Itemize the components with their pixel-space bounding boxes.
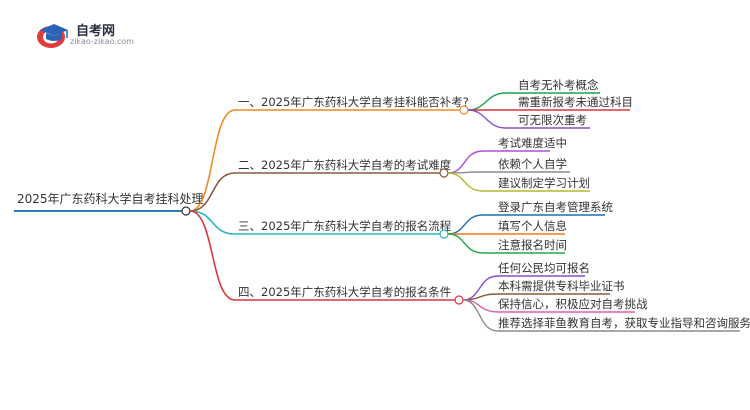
leaf-node[interactable]: 本科需提供专科毕业证书 (462, 279, 625, 301)
leaf-connector (467, 109, 507, 129)
branch-connector (189, 210, 236, 235)
leaf-connector (447, 214, 484, 235)
leaf-label: 注意报名时间 (498, 238, 567, 252)
leaf-connector (447, 150, 484, 174)
leaf-node[interactable]: 推荐选择菲鱼教育自考，获取专业指导和咨询服务 (462, 299, 750, 332)
leaf-node[interactable]: 保持信心，积极应对自考挑战 (462, 297, 648, 313)
branch-label: 二、2025年广东药科大学自考的考试难度 (238, 158, 452, 172)
logo-title: 自考网 (76, 24, 116, 39)
leaf-label: 考试难度适中 (498, 136, 567, 150)
leaf-node[interactable]: 可无限次重考 (467, 109, 590, 129)
branch-label: 三、2025年广东药科大学自考的报名流程 (238, 219, 452, 233)
leaf-node[interactable]: 建议制定学习计划 (447, 172, 590, 192)
leaf-label: 自考无补考概念 (518, 78, 599, 92)
leaf-label: 本科需提供专科毕业证书 (498, 279, 625, 293)
branch-connector-dot (439, 229, 449, 239)
branch-connector-dot (439, 168, 449, 178)
leaf-connector (462, 299, 499, 332)
branch-connector (189, 109, 236, 212)
branch-label: 四、2025年广东药科大学自考的报名条件 (238, 285, 451, 299)
logo-subtitle: zikao-zikao.com (70, 37, 134, 46)
leaf-label: 需重新报考未通过科目 (518, 95, 633, 109)
root-label: 2025年广东药科大学自考挂科处理 (17, 191, 204, 206)
branch-4[interactable]: 四、2025年广东药科大学自考的报名条件 任何公民均可报名本科需提供专科毕业证书保… (189, 210, 750, 332)
leaf-label: 依赖个人自学 (498, 157, 567, 171)
leaf-node[interactable]: 注意报名时间 (447, 233, 567, 254)
leaf-connector (447, 172, 484, 192)
branch-1[interactable]: 一、2025年广东药科大学自考挂科能否补考? 自考无补考概念需重新报考未通过科目可… (189, 78, 633, 212)
leaf-label: 可无限次重考 (518, 113, 587, 127)
leaf-label: 任何公民均可报名 (498, 261, 590, 275)
root-connector-dot (181, 206, 191, 216)
branch-connector (189, 172, 236, 212)
leaf-label: 建议制定学习计划 (498, 176, 590, 190)
leaf-label: 填写个人信息 (498, 219, 567, 233)
branch-connector (189, 210, 236, 301)
leaf-node[interactable]: 任何公民均可报名 (462, 261, 590, 301)
branch-label: 一、2025年广东药科大学自考挂科能否补考? (238, 95, 469, 109)
leaf-node[interactable]: 填写个人信息 (448, 219, 567, 235)
branch-connector-dot (454, 295, 464, 305)
leaf-label: 保持信心，积极应对自考挑战 (498, 297, 648, 311)
leaf-connector (462, 293, 499, 301)
branch-connector-dot (459, 105, 469, 115)
leaf-connector (467, 92, 507, 111)
graduation-cap-icon (37, 24, 68, 48)
root-node[interactable]: 2025年广东药科大学自考挂科处理 (14, 191, 204, 216)
site-logo[interactable]: 自考网 zikao-zikao.com (34, 18, 144, 52)
leaf-label: 推荐选择菲鱼教育自考，获取专业指导和咨询服务 (498, 316, 750, 330)
leaf-node[interactable]: 考试难度适中 (447, 136, 567, 174)
leaf-connector (447, 233, 484, 254)
leaf-label: 登录广东自考管理系统 (498, 200, 613, 214)
branch-3[interactable]: 三、2025年广东药科大学自考的报名流程 登录广东自考管理系统填写个人信息注意报名… (189, 200, 613, 254)
